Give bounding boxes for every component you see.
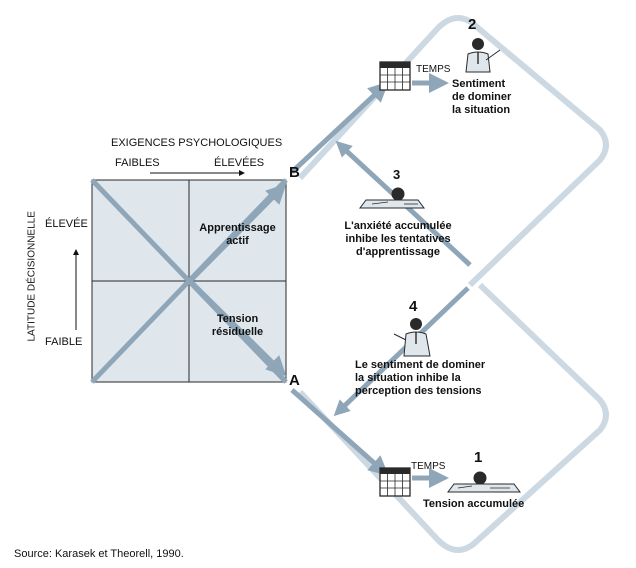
stage-1-number: 1 <box>474 449 483 466</box>
quadrant-label-active-learning: Apprentissage actif <box>199 222 276 247</box>
path-a-to-stage-1 <box>290 388 389 476</box>
source-note: Source: Karasek et Theorell, 1990. <box>14 548 184 560</box>
stage-4-number: 4 <box>409 298 418 315</box>
stage-2-number: 2 <box>468 16 477 33</box>
outer-loop-band <box>297 15 609 288</box>
lower-loop-band <box>297 282 609 553</box>
calendar-icon <box>379 61 411 91</box>
stage-4-caption: Le sentiment de dominer la situation inh… <box>355 359 486 397</box>
calendar-icon <box>379 467 411 497</box>
confident-person-icon <box>465 38 501 73</box>
stage-1-caption: Tension accumulée <box>423 498 525 510</box>
y-axis-low-label: FAIBLE <box>45 336 83 348</box>
stage-2-time-label: TEMPS <box>416 64 451 75</box>
y-axis-high-label: ÉLEVÉE <box>45 218 88 230</box>
stage-3-number: 3 <box>393 167 401 182</box>
exhausted-person-icon <box>447 471 521 493</box>
inhibition-path-4 <box>333 286 470 417</box>
exhausted-person-icon <box>359 187 425 209</box>
stage-3-caption: L'anxiété accumulée inhibe les tentative… <box>344 220 452 258</box>
x-axis-title: EXIGENCES PSYCHOLOGIQUES <box>111 137 283 149</box>
point-a-label: A <box>289 372 300 389</box>
stage-1-time-label: TEMPS <box>411 461 446 472</box>
x-axis-high-label: ÉLEVÉES <box>214 157 265 169</box>
path-b-to-stage-2 <box>290 81 389 174</box>
presenter-person-icon <box>393 318 431 357</box>
quadrant-label-residual-strain: Tension résiduelle <box>211 313 264 338</box>
stage-2-caption: Sentiment de dominer la situation <box>452 78 512 116</box>
point-b-label: B <box>289 164 300 181</box>
x-axis-low-label: FAIBLES <box>115 157 160 169</box>
y-axis-title: LATITUDE DÉCISIONNELLE <box>26 211 38 342</box>
arrow-to-b <box>188 183 287 283</box>
arrow-to-a <box>188 279 287 377</box>
